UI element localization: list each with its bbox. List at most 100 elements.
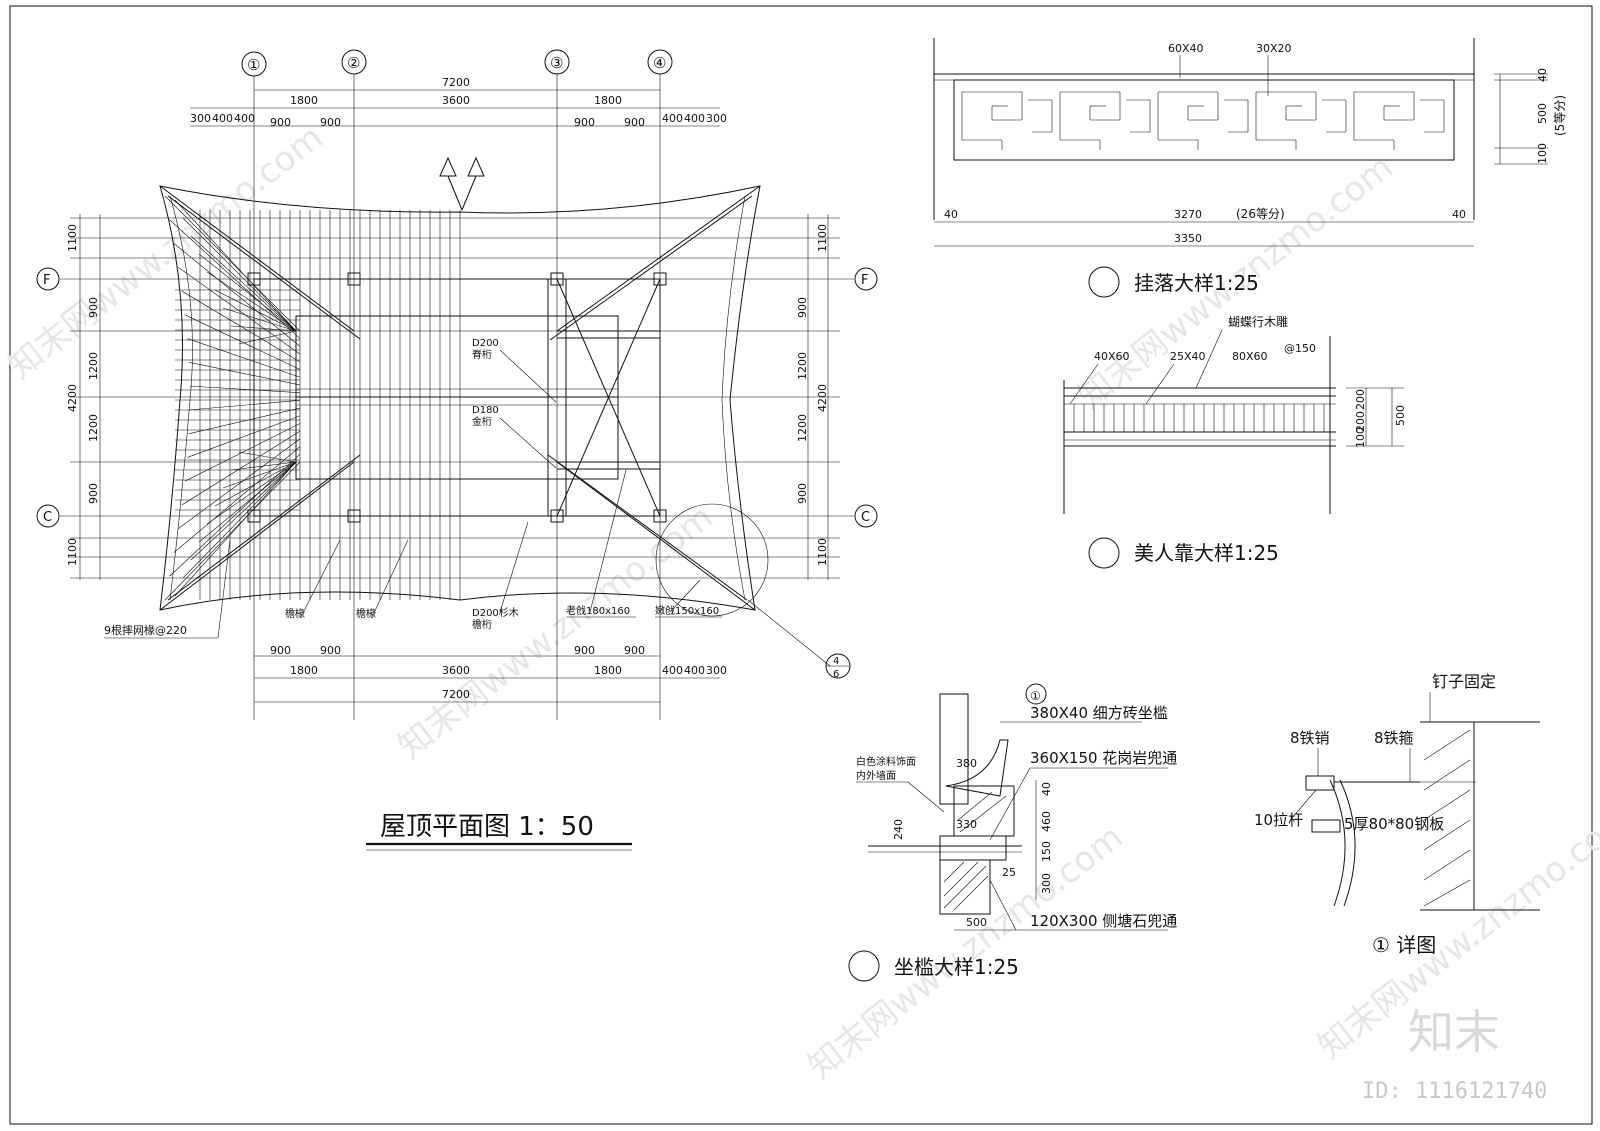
detail1-title: ① 详图 — [1372, 933, 1436, 957]
dim-bottom-bay: 1800 — [594, 664, 622, 677]
watermark-text: 知末网www.znzmo.com — [1, 117, 331, 387]
meirenkao-detail: 蝴蝶行木雕 40X60 25X40 80X60 @150 200 200 100… — [1063, 314, 1407, 569]
meirenkao-label: 80X60 — [1232, 350, 1268, 363]
dim-small: 400 — [234, 112, 255, 125]
axis-label: F — [861, 273, 868, 288]
detail1-label: 8铁销 — [1290, 729, 1330, 747]
zuojian-dim: 460 — [1040, 811, 1053, 832]
gualuo-dim-left: 40 — [944, 208, 958, 221]
dim-side: 1200 — [87, 352, 100, 380]
axis-label: F — [43, 273, 50, 288]
dim-small: 300 — [190, 112, 211, 125]
dim-half: 900 — [574, 116, 595, 129]
dim-top-total: 7200 — [442, 76, 470, 89]
zuojian-dim: 380 — [956, 757, 977, 770]
zuojian-wall-note: 白色涂料饰面 — [856, 755, 916, 768]
dim-bottom-bay: 1800 — [290, 664, 318, 677]
label-ridge-2: 脊桁 — [472, 348, 492, 361]
meirenkao-dim: 100 — [1354, 427, 1367, 448]
label-fan: 9根摔网椽@220 — [104, 623, 187, 637]
label-gold-2: 金桁 — [472, 415, 492, 428]
zuojian-dim: 500 — [966, 916, 987, 929]
dim-small: 400 — [684, 664, 705, 677]
dim-small: 400 — [212, 112, 233, 125]
meirenkao-dim-total: 500 — [1394, 405, 1407, 426]
zuojian-callout: ① — [1030, 689, 1041, 703]
meirenkao-dim: 200 — [1354, 389, 1367, 410]
dim-half: 900 — [624, 116, 645, 129]
zuojian-label: 120X300 侧塘石兜通 — [1030, 912, 1177, 930]
meirenkao-carving: 蝴蝶行木雕 — [1228, 314, 1288, 329]
dim-half: 900 — [270, 644, 291, 657]
gualuo-dim-right: 100 — [1536, 143, 1549, 164]
label-gold: D180 — [472, 405, 499, 416]
gualuo-dim-right: 40 — [1452, 208, 1466, 221]
watermark-text: 知末网www.znzmo.com — [801, 817, 1131, 1087]
zuojian-label: 360X150 花岗岩兜通 — [1030, 749, 1177, 767]
detail1-label: 8铁箍 — [1374, 729, 1414, 747]
dim-side-outer: 1100 — [66, 538, 79, 566]
gualuo-label: 60X40 — [1168, 42, 1204, 55]
axis-bubbles-top: ① ② ③ ④ — [241, 49, 673, 77]
detail-1: 钉子固定 8铁销 8铁箍 10拉杆 5厚80*80钢板 ① 详图 — [1254, 672, 1540, 957]
label-corner-2: 嫩戗150x160 — [655, 604, 719, 617]
detail1-label: 5厚80*80钢板 — [1344, 815, 1444, 833]
label-corner-1: 老戗180x160 — [566, 604, 630, 617]
axis-label: ② — [347, 54, 360, 72]
watermark-layer: 知末网www.znzmo.com 知末网www.znzmo.com 知末网www… — [1, 117, 1600, 1104]
gualuo-dim-right: 500 — [1536, 103, 1549, 124]
gualuo-dim-right: 40 — [1536, 68, 1549, 82]
dim-small: 300 — [706, 112, 727, 125]
gualuo-dim-total: 3350 — [1174, 232, 1202, 245]
zuojian-dim: 300 — [1040, 873, 1053, 894]
axis-label: C — [861, 510, 870, 525]
dim-side: 900 — [87, 483, 100, 504]
sheet-border — [9, 5, 1593, 1125]
gualuo-dim-note: (26等分) — [1236, 207, 1285, 221]
meirenkao-title: 美人靠大样1:25 — [1134, 541, 1279, 565]
dim-small: 400 — [662, 112, 683, 125]
fret-pattern — [961, 91, 1445, 150]
dim-side: 900 — [87, 297, 100, 318]
dim-top-bay: 3600 — [442, 94, 470, 107]
dim-half: 900 — [270, 116, 291, 129]
gualuo-title: 挂落大样1:25 — [1134, 271, 1259, 295]
dim-side-outer: 1100 — [816, 538, 829, 566]
axis-label: C — [43, 510, 52, 525]
zuojian-label: 380X40 细方砖坐槛 — [1030, 704, 1168, 722]
dim-bottom-bay: 3600 — [442, 664, 470, 677]
axis-label: ③ — [550, 54, 563, 72]
axis-label: ① — [247, 56, 260, 74]
zuojian-dim: 330 — [956, 818, 977, 831]
zuojian-dim: 150 — [1040, 841, 1053, 862]
meirenkao-label: 40X60 — [1094, 350, 1130, 363]
dim-side: 900 — [796, 483, 809, 504]
dim-half: 900 — [320, 644, 341, 657]
label-purlin-2: 檐桁 — [472, 618, 492, 631]
meirenkao-dim: 200 — [1354, 411, 1367, 432]
axis-label: ④ — [653, 54, 666, 72]
gualuo-label: 30X20 — [1256, 42, 1292, 55]
meirenkao-label: @150 — [1284, 342, 1316, 355]
zuojian-title: 坐槛大样1:25 — [894, 955, 1019, 979]
dim-half: 900 — [574, 644, 595, 657]
svg-text:6: 6 — [833, 669, 839, 680]
dim-half: 900 — [320, 116, 341, 129]
zuojian-dim: 25 — [1002, 866, 1016, 879]
plan-title: 屋顶平面图 1：50 — [380, 812, 594, 842]
zuojian-wall-note: 内外墙面 — [856, 769, 896, 782]
watermark-brand: 知末 — [1408, 1005, 1500, 1059]
svg-text:4: 4 — [833, 656, 839, 667]
dim-small: 400 — [662, 664, 683, 677]
dim-half: 900 — [624, 644, 645, 657]
fan-rafters-left — [164, 195, 301, 601]
dim-side-total: 4200 — [66, 384, 79, 412]
dim-bottom-total: 7200 — [442, 688, 470, 701]
gualuo-dim-note: (5等分) — [1553, 95, 1567, 136]
gualuo-dim-inner: 3270 — [1174, 208, 1202, 221]
dim-small: 400 — [684, 112, 705, 125]
detail1-label: 钉子固定 — [1432, 672, 1496, 691]
zuojian-dim: 240 — [892, 819, 905, 840]
zuojian-detail: ① 380X40 细方砖坐槛 360X150 花岗岩兜通 120X300 侧塘石… — [848, 683, 1177, 982]
detail1-label: 10拉杆 — [1254, 811, 1303, 829]
